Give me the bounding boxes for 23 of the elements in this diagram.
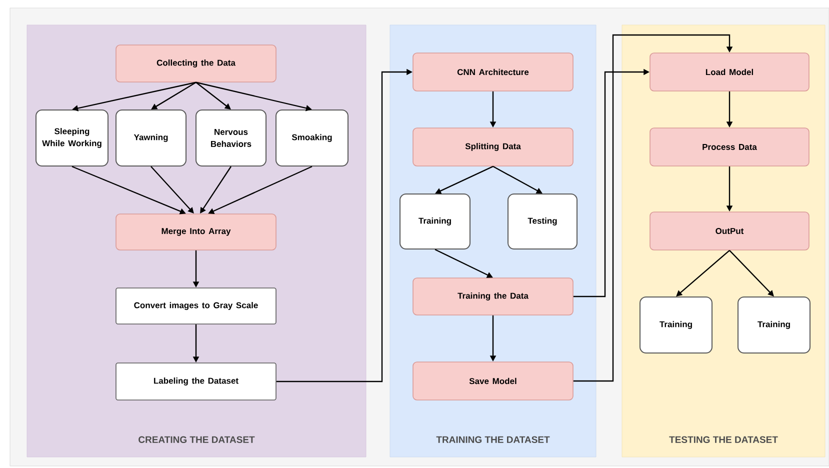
category-box: Testing xyxy=(508,194,578,250)
category-box: Training xyxy=(640,296,712,354)
process-box: Training the Data xyxy=(412,278,574,316)
category-box: Nervous Behaviors xyxy=(196,110,266,166)
category-box: Smoaking xyxy=(276,110,348,166)
process-box: OutPut xyxy=(650,212,810,250)
process-box: Convert images to Gray Scale xyxy=(116,288,276,324)
arrow xyxy=(676,250,730,296)
arrow xyxy=(729,250,774,296)
arrow xyxy=(196,82,231,110)
category-box: Yawning xyxy=(116,110,186,166)
arrow xyxy=(573,34,733,382)
process-box: Splitting Data xyxy=(412,128,574,166)
category-box: Sleeping While Working xyxy=(36,110,108,166)
category-box: Training xyxy=(400,194,470,250)
process-box: Load Model xyxy=(650,52,810,92)
category-box: Training xyxy=(738,296,811,354)
process-box: Merge Into Array xyxy=(116,214,276,250)
process-box: Save Model xyxy=(412,362,574,400)
process-box: Process Data xyxy=(650,128,810,166)
process-box: Collecting the Data xyxy=(116,44,276,82)
process-box: CNN Architecture xyxy=(412,52,574,92)
process-box: Labeling the Dataset xyxy=(116,362,276,400)
